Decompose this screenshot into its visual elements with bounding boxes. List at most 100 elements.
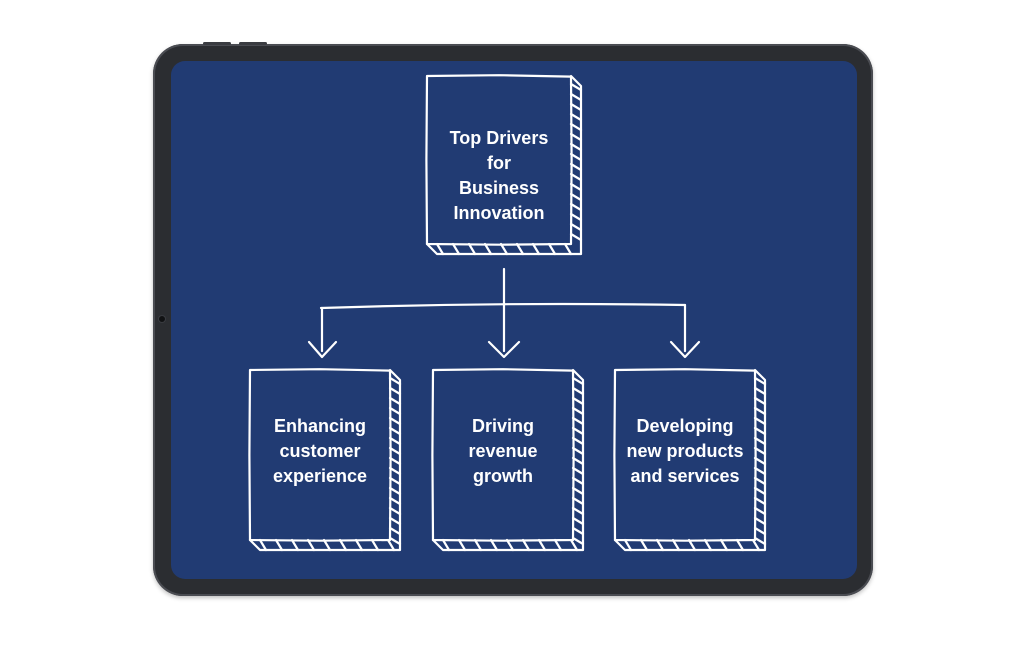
child-node-box-2-hatch-bottom xyxy=(441,538,451,552)
child-node-box-3 xyxy=(613,368,767,552)
child-node-box-3-hatch-bottom xyxy=(639,538,649,552)
child-node-box-3-hatch-side xyxy=(753,456,767,466)
child-node-box-2-hatch-side xyxy=(571,486,585,496)
child-node-box-2-hatch-side xyxy=(571,506,585,516)
root-node-box-hatch-bottom xyxy=(531,242,541,256)
child-node-box-3-hatch-side xyxy=(753,526,767,536)
child-node-box-2-hatch-bottom xyxy=(473,538,483,552)
root-node-box-hatch-bottom xyxy=(451,242,461,256)
child-node-box-1-depth-edge xyxy=(248,368,402,552)
child-node-box-2-hatch-bottom xyxy=(569,538,579,552)
child-node-box-1-hatch-side xyxy=(388,436,402,446)
child-node-box-1-hatch-bottom xyxy=(354,538,364,552)
child-node-label-3: Developing new products and services xyxy=(626,415,744,486)
root-node-box-hatch-bottom xyxy=(515,242,525,256)
child-node-box-3-hatch-side xyxy=(753,406,767,416)
child-node-box-3-hatch-side xyxy=(753,446,767,456)
root-node-box-hatch-side xyxy=(569,222,583,232)
child-node-box-3-hatch-bottom xyxy=(751,538,761,552)
child-node-box-3-hatch-side xyxy=(753,536,767,546)
child-node-box-1-hatch-side xyxy=(388,506,402,516)
top-button xyxy=(203,42,231,45)
child-node-box-2-hatch-side xyxy=(571,386,585,396)
root-node-label: Top Drivers for Business Innovation xyxy=(449,128,549,223)
arrowhead-2 xyxy=(487,340,521,359)
child-node-box-1-hatch-side xyxy=(388,516,402,526)
child-node-box-2 xyxy=(431,368,585,552)
child-node-box-2-hatch-side xyxy=(571,426,585,436)
child-node-box-3-hatch-bottom xyxy=(655,538,665,552)
child-node-box-3-hatch-side xyxy=(753,416,767,426)
root-node-box-hatch-side xyxy=(569,152,583,162)
child-node-box-2-hatch-side xyxy=(571,446,585,456)
child-node-box-1-hatch-side xyxy=(388,416,402,426)
child-node-box-2-hatch-side xyxy=(571,436,585,446)
child-node-box-1-face xyxy=(248,368,392,542)
child-node-box-2-hatch-side xyxy=(571,526,585,536)
child-node-box-1-hatch-bottom xyxy=(290,538,300,552)
child-node-box-1-hatch-side xyxy=(388,386,402,396)
child-node-box-3-hatch-side xyxy=(753,426,767,436)
child-node-box-1-hatch-bottom xyxy=(338,538,348,552)
root-node-box-hatch-bottom xyxy=(563,242,573,256)
child-node-box-2-hatch-side xyxy=(571,416,585,426)
child-node-box-3-hatch-bottom xyxy=(719,538,729,552)
root-node-box-hatch-side xyxy=(569,162,583,172)
child-node-box-3-hatch-bottom xyxy=(687,538,697,552)
child-node-box-1-hatch-side xyxy=(388,476,402,486)
root-node-box-hatch-side xyxy=(569,92,583,102)
child-node-box-1-hatch-bottom xyxy=(322,538,332,552)
root-node-box-hatch-side xyxy=(569,102,583,112)
child-node-box-2-hatch-side xyxy=(571,516,585,526)
root-node-box-hatch-bottom xyxy=(467,242,477,256)
root-node-box-hatch-side xyxy=(569,122,583,132)
child-node-label-2: Driving revenue growth xyxy=(468,415,538,486)
arrowhead-3 xyxy=(669,340,701,359)
child-node-box-3-hatch-side xyxy=(753,476,767,486)
root-node-box-depth-edge xyxy=(425,74,583,256)
child-node-box-2-hatch-bottom xyxy=(521,538,531,552)
connector-branch xyxy=(319,302,687,310)
child-node-box-3-hatch-side xyxy=(753,496,767,506)
child-node-box-1-hatch-side xyxy=(388,446,402,456)
root-node-box xyxy=(425,74,583,256)
tablet-frame: Top Drivers for Business Innovation Enha… xyxy=(153,42,873,596)
root-node-box-hatch-side xyxy=(569,172,583,182)
child-node-box-3-hatch-bottom xyxy=(623,538,633,552)
child-node-box-2-hatch-side xyxy=(571,536,585,546)
root-node-box-hatch-side xyxy=(569,182,583,192)
child-node-box-1-hatch-side xyxy=(388,456,402,466)
child-node-box-1-hatch-side xyxy=(388,466,402,476)
child-node-box-3-hatch-side xyxy=(753,516,767,526)
child-node-box-2-hatch-bottom xyxy=(553,538,563,552)
child-node-box-3-hatch-side xyxy=(753,396,767,406)
child-node-box-2-hatch-bottom xyxy=(505,538,515,552)
child-node-box-1-hatch-side xyxy=(388,486,402,496)
child-node-box-2-hatch-side xyxy=(571,406,585,416)
child-node-box-1-hatch-bottom xyxy=(306,538,316,552)
child-node-box-3-hatch-bottom xyxy=(703,538,713,552)
root-node-box-hatch-side xyxy=(569,112,583,122)
child-node-box-3-hatch-bottom xyxy=(671,538,681,552)
root-node-box-hatch-side xyxy=(569,132,583,142)
child-node-box-2-hatch-bottom xyxy=(489,538,499,552)
child-node-box-2-hatch-bottom xyxy=(457,538,467,552)
root-node-box-face xyxy=(425,74,573,246)
child-node-box-3-hatch-side xyxy=(753,486,767,496)
child-node-box-3-hatch-side xyxy=(753,506,767,516)
child-node-box-2-hatch-side xyxy=(571,396,585,406)
root-node-box-hatch-side xyxy=(569,202,583,212)
child-node-box-2-hatch-side xyxy=(571,496,585,506)
child-node-box-3-hatch-side xyxy=(753,436,767,446)
child-node-box-2-hatch-side xyxy=(571,466,585,476)
root-node-box-hatch-bottom xyxy=(499,242,509,256)
child-node-box-1-hatch-side xyxy=(388,396,402,406)
child-node-box-3-hatch-side xyxy=(753,386,767,396)
child-node-box-1-hatch-side xyxy=(388,526,402,536)
root-node-box-hatch-bottom xyxy=(435,242,445,256)
child-node-box-3-face xyxy=(613,368,757,542)
root-node-box-hatch-side xyxy=(569,82,583,92)
child-node-box-2-face xyxy=(431,368,575,542)
child-node-box-3-hatch-bottom xyxy=(735,538,745,552)
